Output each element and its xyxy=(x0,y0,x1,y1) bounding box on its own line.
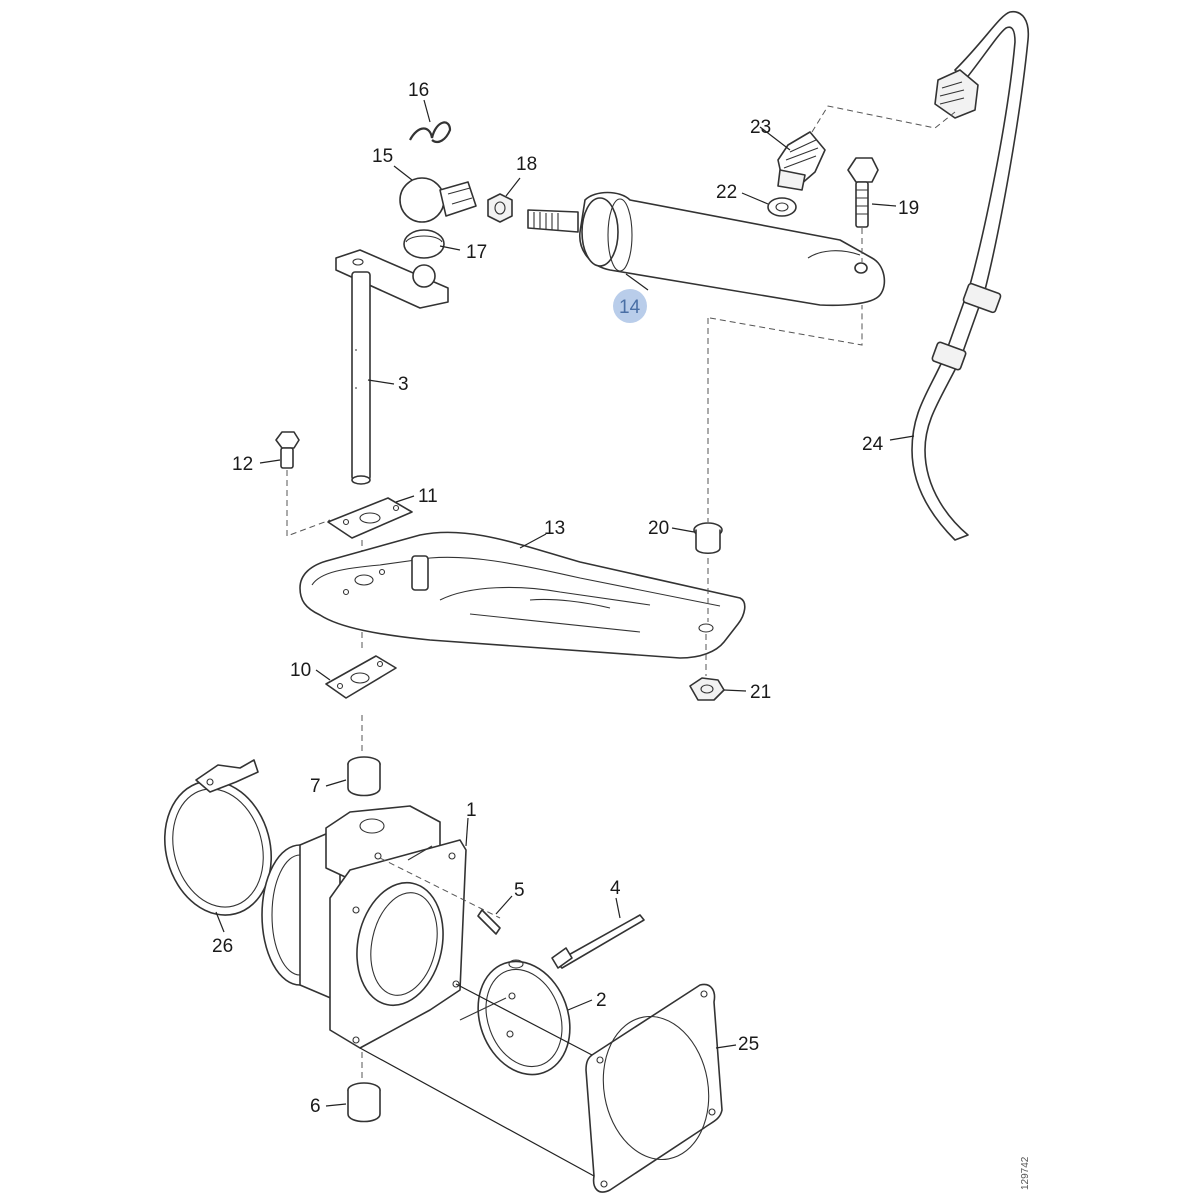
spacer-part-20[interactable] xyxy=(693,522,723,555)
nut-part-21[interactable] xyxy=(689,677,725,701)
pipe-part-24[interactable] xyxy=(911,11,1030,541)
callout-18[interactable]: 18 xyxy=(516,154,537,175)
callout-2[interactable]: 2 xyxy=(596,990,607,1011)
callout-22[interactable]: 22 xyxy=(716,182,737,203)
clip-part-16[interactable] xyxy=(409,121,452,144)
callout-7[interactable]: 7 xyxy=(310,776,321,797)
highlight-circle-14 xyxy=(613,289,647,323)
lever-part-3[interactable] xyxy=(335,249,449,485)
callout-15[interactable]: 15 xyxy=(372,146,393,167)
bushing-part-7[interactable] xyxy=(347,756,381,797)
pin-part-5[interactable] xyxy=(477,909,501,935)
callout-25[interactable]: 25 xyxy=(738,1034,759,1055)
callout-23[interactable]: 23 xyxy=(750,117,771,138)
pipe-nut[interactable] xyxy=(934,69,979,119)
callout-24[interactable]: 24 xyxy=(862,434,884,455)
bushing-part-6[interactable] xyxy=(347,1082,381,1123)
plate-part-10[interactable] xyxy=(325,655,397,699)
cylinder-part-14[interactable] xyxy=(527,191,886,307)
bolt-part-12[interactable] xyxy=(275,431,300,469)
plate-part-11[interactable] xyxy=(327,497,413,539)
callout-13[interactable]: 13 xyxy=(544,518,565,539)
drawing-number: 129742 xyxy=(1020,1156,1031,1190)
housing-part-1[interactable] xyxy=(261,805,467,1049)
callout-26[interactable]: 26 xyxy=(212,936,233,957)
gasket-part-25[interactable] xyxy=(585,983,723,1193)
callout-12[interactable]: 12 xyxy=(232,454,253,475)
callout-20[interactable]: 20 xyxy=(648,518,669,539)
cylinder-rod-dash xyxy=(709,305,863,346)
callout-16[interactable]: 16 xyxy=(408,80,429,101)
bolt-12-dash xyxy=(286,470,331,537)
shaft-part-4[interactable] xyxy=(551,914,645,969)
cap-part-17[interactable] xyxy=(403,229,445,259)
bolt-part-19[interactable] xyxy=(847,157,879,228)
callout-5[interactable]: 5 xyxy=(514,880,525,901)
callout-10[interactable]: 10 xyxy=(290,660,311,681)
callout-21[interactable]: 21 xyxy=(750,682,771,703)
pin-dash xyxy=(379,857,501,919)
leader-lines xyxy=(215,99,915,1107)
callout-labels: 16 15 18 17 3 12 11 13 14 20 21 10 23 22… xyxy=(212,80,919,1117)
callout-1[interactable]: 1 xyxy=(466,800,477,821)
callout-19[interactable]: 19 xyxy=(898,198,919,219)
housing-to-gasket-line xyxy=(359,983,595,1177)
ball-joint-part-15[interactable] xyxy=(399,177,477,223)
callout-3[interactable]: 3 xyxy=(398,374,409,395)
clamp-part-26[interactable] xyxy=(150,759,286,927)
valve-disc-part-2[interactable] xyxy=(459,948,585,1087)
bracket-part-13[interactable] xyxy=(299,531,746,659)
washer-part-22[interactable] xyxy=(767,197,797,217)
nut-part-18[interactable] xyxy=(487,193,513,223)
nipple-to-nut-dash xyxy=(811,105,956,133)
callout-17[interactable]: 17 xyxy=(466,242,487,263)
callout-6[interactable]: 6 xyxy=(310,1096,321,1117)
nipple-part-23[interactable] xyxy=(777,131,826,191)
callout-11[interactable]: 11 xyxy=(418,486,438,507)
callout-14[interactable]: 14 xyxy=(619,297,641,318)
callout-4[interactable]: 4 xyxy=(610,878,621,899)
